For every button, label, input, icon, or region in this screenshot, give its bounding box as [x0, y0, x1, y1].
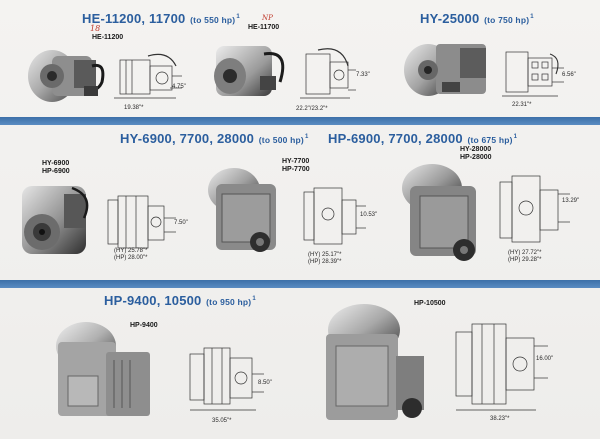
label-hy-7700: HY-7700 HP-7700: [282, 158, 310, 173]
he-11700-dimension-drawing: [296, 42, 358, 104]
hp-9400-dimension-drawing: [186, 346, 268, 414]
hp-9400-length-dim: 35.05"*: [212, 418, 232, 424]
section-divider-band: [0, 117, 600, 125]
heading-hy-25000: HY-25000 (to 750 hp)1: [420, 11, 534, 26]
hy-28000-dimension-drawing: [496, 172, 572, 248]
he-11700-photo: [204, 36, 294, 106]
hy-7700-photo: [200, 160, 296, 260]
he-11700-height-dim: 7.33": [356, 72, 370, 78]
label-hp-10500: HP-10500: [414, 300, 446, 307]
hy-7700-dimension-drawing: [300, 184, 368, 250]
hy-6900-photo: [12, 178, 102, 264]
label-he-11700: HE-11700: [248, 24, 280, 31]
heading-hp-9400-10500: HP-9400, 10500 (to 950 hp)1: [104, 293, 256, 308]
label-hy-6900: HY-6900 HP-6900: [42, 160, 70, 175]
hy-7700-length-dims: (HY) 25.17"* (HP) 28.39"*: [308, 252, 342, 265]
heading-hp-6900-7700-28000: HP-6900, 7700, 28000 (to 675 hp)1: [328, 131, 518, 146]
hy-25000-length-dim: 22.31"*: [512, 102, 532, 108]
he-11200-photo: [22, 42, 112, 110]
hp-10500-dimension-drawing: [452, 322, 552, 414]
hp-9400-photo: [50, 316, 160, 428]
he-11200-dimension-drawing: [112, 46, 184, 104]
label-hp-9400: HP-9400: [130, 322, 158, 329]
hy-25000-height-dim: 6.56": [562, 72, 576, 78]
hy-28000-height-dim: 13.29": [562, 198, 580, 204]
label-hy-28000: HY-28000 HP-28000: [460, 146, 492, 161]
handwritten-note-18: 18: [90, 24, 101, 33]
label-he-11200: HE-11200: [92, 34, 124, 41]
he-11700-length-dim: 22.2"/23.2"*: [296, 106, 328, 112]
hy-6900-dimension-drawing: [104, 192, 180, 254]
hy-6900-height-dim: 7.50": [174, 220, 188, 226]
hy-25000-dimension-drawing: [500, 44, 570, 100]
section-divider-band-2: [0, 280, 600, 288]
hp-9400-height-dim: 8.50": [258, 380, 272, 386]
hy-7700-height-dim: 10.53": [360, 212, 378, 218]
hy-6900-length-dims: (HY) 25.78"* (HP) 28.00"*: [114, 248, 148, 261]
hp-10500-length-dim: 38.23"*: [490, 416, 510, 422]
he-11200-height-dim: 4.75": [172, 84, 186, 90]
hy-28000-length-dims: (HY) 27.72"* (HP) 29.28"*: [508, 250, 542, 263]
he-11200-length-dim: 19.38"*: [124, 105, 144, 111]
handwritten-note-np: NP: [262, 14, 273, 22]
hy-28000-photo: [394, 158, 494, 266]
heading-he-11200-11700: HE-11200, 11700 (to 550 hp)1: [82, 11, 240, 26]
hy-25000-photo: [398, 30, 498, 102]
hp-10500-photo: [316, 300, 432, 430]
heading-hy-6900-7700-28000: HY-6900, 7700, 28000 (to 500 hp)1: [120, 131, 309, 146]
hp-10500-height-dim: 16.00": [536, 356, 554, 362]
